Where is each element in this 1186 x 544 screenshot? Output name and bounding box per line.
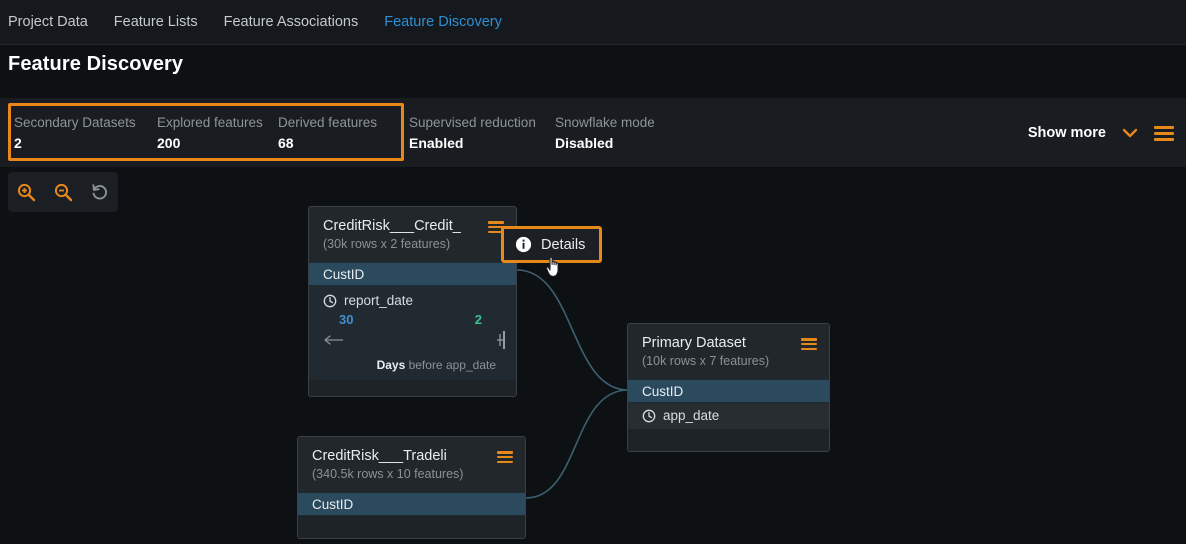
zoom-in-icon[interactable] bbox=[13, 179, 39, 205]
nav-tab-feature-associations[interactable]: Feature Associations bbox=[223, 13, 359, 30]
stat-supervised-reduction: Supervised reduction Enabled bbox=[395, 98, 541, 168]
connector-top bbox=[516, 269, 629, 391]
connector-bottom bbox=[525, 389, 629, 499]
dataset-card-credit[interactable]: CreditRisk___Credit_ (30k rows x 2 featu… bbox=[308, 206, 517, 397]
dataset-title: CreditRisk___Tradeli bbox=[312, 448, 447, 464]
card-header: CreditRisk___Tradeli (340.5k rows x 10 f… bbox=[298, 437, 525, 492]
stat-label: Secondary Datasets bbox=[14, 114, 136, 130]
time-feature-widget: report_date 30 2 bbox=[309, 286, 516, 380]
stat-snowflake-mode: Snowflake mode Disabled bbox=[541, 98, 691, 168]
time-range-axis[interactable] bbox=[323, 328, 506, 352]
hamburger-menu-icon[interactable] bbox=[1154, 125, 1174, 141]
time-range-labels: 30 2 bbox=[323, 310, 504, 327]
hamburger-menu-icon[interactable] bbox=[488, 221, 504, 233]
card-header: Primary Dataset (10k rows x 7 features) bbox=[628, 324, 829, 379]
dataset-title: Primary Dataset bbox=[642, 335, 746, 351]
top-navigation: Project Data Feature Lists Feature Assoc… bbox=[0, 0, 1186, 45]
reset-view-icon[interactable] bbox=[87, 179, 113, 205]
stat-label: Explored features bbox=[157, 114, 263, 130]
stat-value: Enabled bbox=[409, 134, 464, 151]
stat-label: Supervised reduction bbox=[409, 114, 536, 130]
stat-derived-features: Derived features 68 bbox=[264, 98, 395, 168]
stat-label: Derived features bbox=[278, 114, 378, 130]
card-footer bbox=[309, 380, 516, 396]
stat-value: Disabled bbox=[555, 134, 614, 151]
date-feature-name: app_date bbox=[663, 408, 720, 423]
info-icon bbox=[515, 236, 532, 253]
nav-tab-feature-lists[interactable]: Feature Lists bbox=[113, 13, 198, 30]
stat-value: 2 bbox=[14, 134, 22, 151]
card-footer bbox=[298, 516, 525, 538]
time-unit-bold: Days bbox=[376, 358, 406, 372]
time-range-to: 2 bbox=[474, 312, 482, 327]
page-title: Feature Discovery bbox=[8, 53, 184, 75]
details-label: Details bbox=[541, 236, 586, 253]
clock-icon bbox=[642, 409, 656, 423]
hamburger-menu-icon[interactable] bbox=[497, 451, 513, 463]
graph-canvas[interactable]: CreditRisk___Credit_ (30k rows x 2 featu… bbox=[0, 168, 1186, 544]
show-more-controls: Show more bbox=[1028, 98, 1174, 168]
nav-tab-feature-discovery[interactable]: Feature Discovery bbox=[384, 13, 502, 30]
time-feature-header: report_date bbox=[323, 292, 504, 310]
hamburger-menu-icon[interactable] bbox=[801, 338, 817, 350]
pointing-hand-cursor bbox=[545, 256, 559, 277]
card-header: CreditRisk___Credit_ (30k rows x 2 featu… bbox=[309, 207, 516, 262]
time-feature-name: report_date bbox=[344, 293, 414, 308]
dataset-card-tradeline[interactable]: CreditRisk___Tradeli (340.5k rows x 10 f… bbox=[297, 436, 526, 539]
dataset-subtitle: (10k rows x 7 features) bbox=[642, 354, 770, 368]
stats-bar: Secondary Datasets 2 Explored features 2… bbox=[0, 98, 1186, 168]
zoom-out-icon[interactable] bbox=[50, 179, 76, 205]
date-feature-row[interactable]: app_date bbox=[628, 403, 829, 429]
time-unit-label: Days before app_date bbox=[323, 358, 504, 372]
dataset-subtitle: (340.5k rows x 10 features) bbox=[312, 467, 464, 481]
show-more-button[interactable]: Show more bbox=[1027, 125, 1106, 141]
time-range-from: 30 bbox=[339, 312, 354, 327]
stat-value: 68 bbox=[278, 134, 294, 151]
join-key-row[interactable]: CustID bbox=[628, 379, 829, 403]
dataset-title: CreditRisk___Credit_ bbox=[323, 218, 461, 234]
time-unit-rest: before app_date bbox=[405, 358, 496, 372]
stat-label: Snowflake mode bbox=[555, 114, 655, 130]
stat-secondary-datasets: Secondary Datasets 2 bbox=[0, 98, 143, 168]
dataset-subtitle: (30k rows x 2 features) bbox=[323, 237, 451, 251]
join-key-row[interactable]: CustID bbox=[298, 492, 525, 516]
nav-tab-project-data[interactable]: Project Data bbox=[8, 13, 88, 30]
stat-explored-features: Explored features 200 bbox=[143, 98, 264, 168]
dataset-card-primary[interactable]: Primary Dataset (10k rows x 7 features) … bbox=[627, 323, 830, 452]
clock-icon bbox=[323, 294, 337, 308]
zoom-toolbar bbox=[8, 172, 118, 212]
chevron-down-icon[interactable] bbox=[1122, 128, 1138, 138]
join-key-row[interactable]: CustID bbox=[309, 262, 516, 286]
graph-connectors bbox=[516, 269, 629, 499]
card-footer bbox=[628, 429, 829, 451]
stat-value: 200 bbox=[157, 134, 181, 151]
